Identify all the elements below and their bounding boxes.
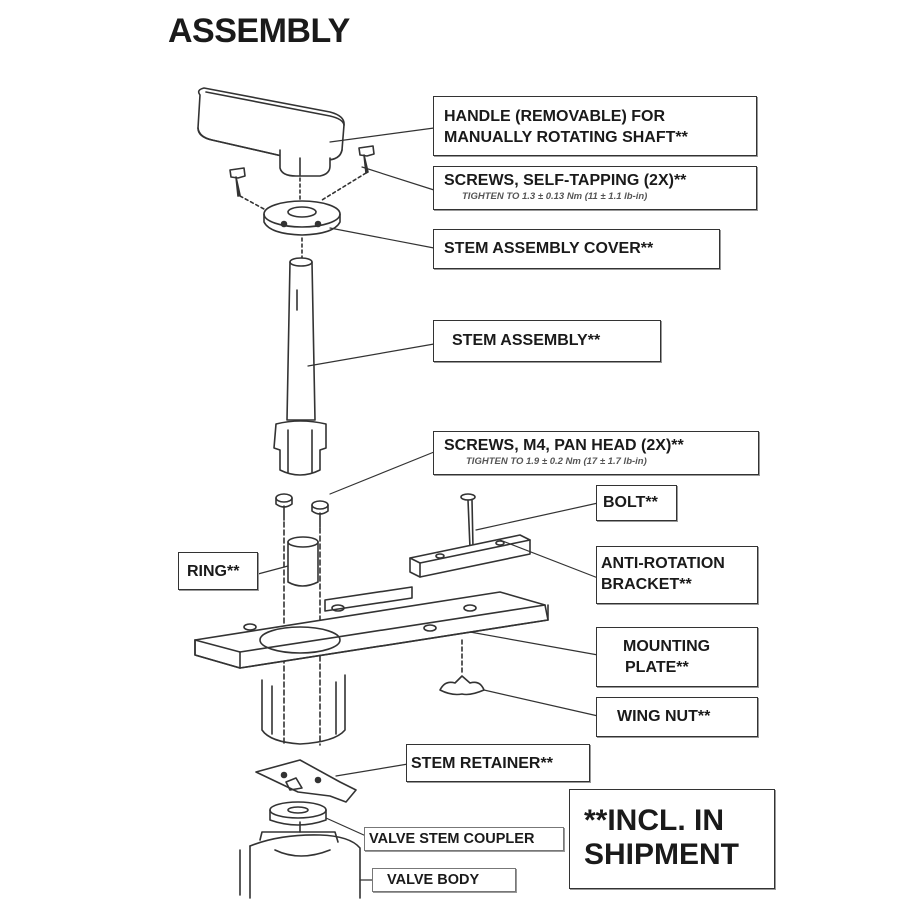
stem-assembly-cover-label: STEM ASSEMBLY COVER** [444, 240, 654, 257]
leader-lines [257, 127, 599, 881]
actuator-housing [261, 674, 346, 745]
callout-wing-nut: WING NUT** [596, 697, 758, 737]
screws-self-tapping-label: SCREWS, SELF-TAPPING (2X)** [444, 172, 687, 189]
screws-self-tapping-note: TIGHTEN TO 1.3 ± 0.13 Nm (11 ± 1.1 lb-in… [462, 191, 648, 202]
mounting-plate-label-line2: PLATE** [625, 659, 689, 676]
stem-retainer-label: STEM RETAINER** [411, 755, 553, 772]
valve-body-part [239, 821, 361, 899]
wing-nut-label: WING NUT** [617, 708, 711, 725]
callout-screws-self-tapping: SCREWS, SELF-TAPPING (2X)** TIGHTEN TO 1… [433, 166, 757, 210]
note-line2: SHIPMENT [584, 838, 740, 871]
callout-valve-body: VALVE BODY [372, 868, 516, 892]
bolt-label: BOLT** [603, 494, 658, 511]
screws-m4-note: TIGHTEN TO 1.9 ± 0.2 Nm (17 ± 1.7 lb-in) [466, 456, 647, 467]
anti-rotation-bracket-label-line1: ANTI-ROTATION [601, 555, 725, 572]
callout-bolt: BOLT** [596, 485, 677, 521]
bolt-part [460, 493, 476, 549]
callout-ring: RING** [178, 552, 258, 590]
screws-m4-label: SCREWS, M4, PAN HEAD (2X)** [444, 437, 684, 454]
included-in-shipment-note: **INCL. IN SHIPMENT [569, 789, 775, 889]
ring-label: RING** [187, 563, 240, 580]
anti-rotation-bracket-label-line2: BRACKET** [601, 576, 692, 593]
valve-stem-coupler-part [269, 801, 327, 826]
callout-screws-m4: SCREWS, M4, PAN HEAD (2X)** TIGHTEN TO 1… [433, 431, 759, 475]
callout-valve-stem-coupler: VALVE STEM COUPLER [364, 827, 564, 851]
mounting-plate-label-line1: MOUNTING [623, 638, 711, 655]
handle-label-line1: HANDLE (REMOVABLE) FOR [444, 108, 666, 125]
callout-stem-assembly-cover: STEM ASSEMBLY COVER** [433, 229, 720, 269]
note-line1: **INCL. IN [584, 804, 725, 837]
stem-assembly-label: STEM ASSEMBLY** [452, 332, 601, 349]
ring-part [287, 536, 319, 587]
stem-assembly-cover-part [263, 200, 341, 236]
wing-nut-part [439, 639, 485, 696]
handle-part [197, 87, 345, 177]
stem-assembly-part [273, 237, 327, 476]
stem-retainer-part [255, 759, 357, 803]
handle-label-line2: MANUALLY ROTATING SHAFT** [444, 129, 688, 146]
callout-anti-rotation-bracket: ANTI-ROTATION BRACKET** [596, 546, 758, 604]
mounting-plate-part [194, 586, 549, 669]
callout-stem-retainer: STEM RETAINER** [406, 744, 590, 782]
callout-mounting-plate: MOUNTING PLATE** [596, 627, 758, 687]
valve-body-label: VALVE BODY [387, 872, 480, 888]
anti-rotation-bracket-part [409, 534, 531, 578]
page-title: ASSEMBLY [168, 12, 350, 50]
callout-stem-assembly: STEM ASSEMBLY** [433, 320, 661, 362]
callout-handle: HANDLE (REMOVABLE) FOR MANUALLY ROTATING… [433, 96, 757, 156]
valve-stem-coupler-label: VALVE STEM COUPLER [369, 831, 535, 847]
